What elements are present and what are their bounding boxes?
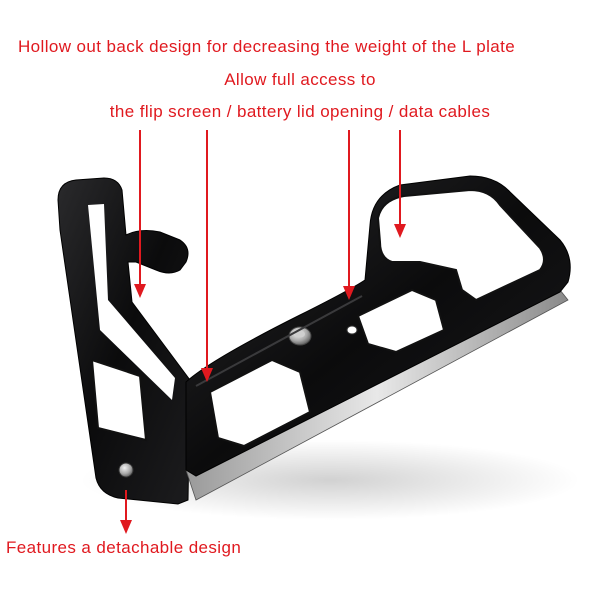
arrow-detachable-icon xyxy=(120,490,132,534)
vertical-arm xyxy=(57,177,191,505)
arrow-battery-lid-icon xyxy=(343,130,355,300)
base-plate xyxy=(185,175,571,501)
arrow-back-hollow-icon xyxy=(134,130,146,298)
arrow-data-cables-icon xyxy=(394,130,406,238)
detach-screw-icon xyxy=(118,462,134,478)
annotation-arrows xyxy=(120,130,406,534)
caption-flip-screen-battery-cables: the flip screen / battery lid opening / … xyxy=(109,102,491,121)
arrow-flip-screen-icon xyxy=(201,130,213,382)
caption-full-access: Allow full access to xyxy=(224,70,376,89)
caption-detachable-design: Features a detachable design xyxy=(6,538,242,557)
caption-hollow-back: Hollow out back design for decreasing th… xyxy=(18,37,516,56)
